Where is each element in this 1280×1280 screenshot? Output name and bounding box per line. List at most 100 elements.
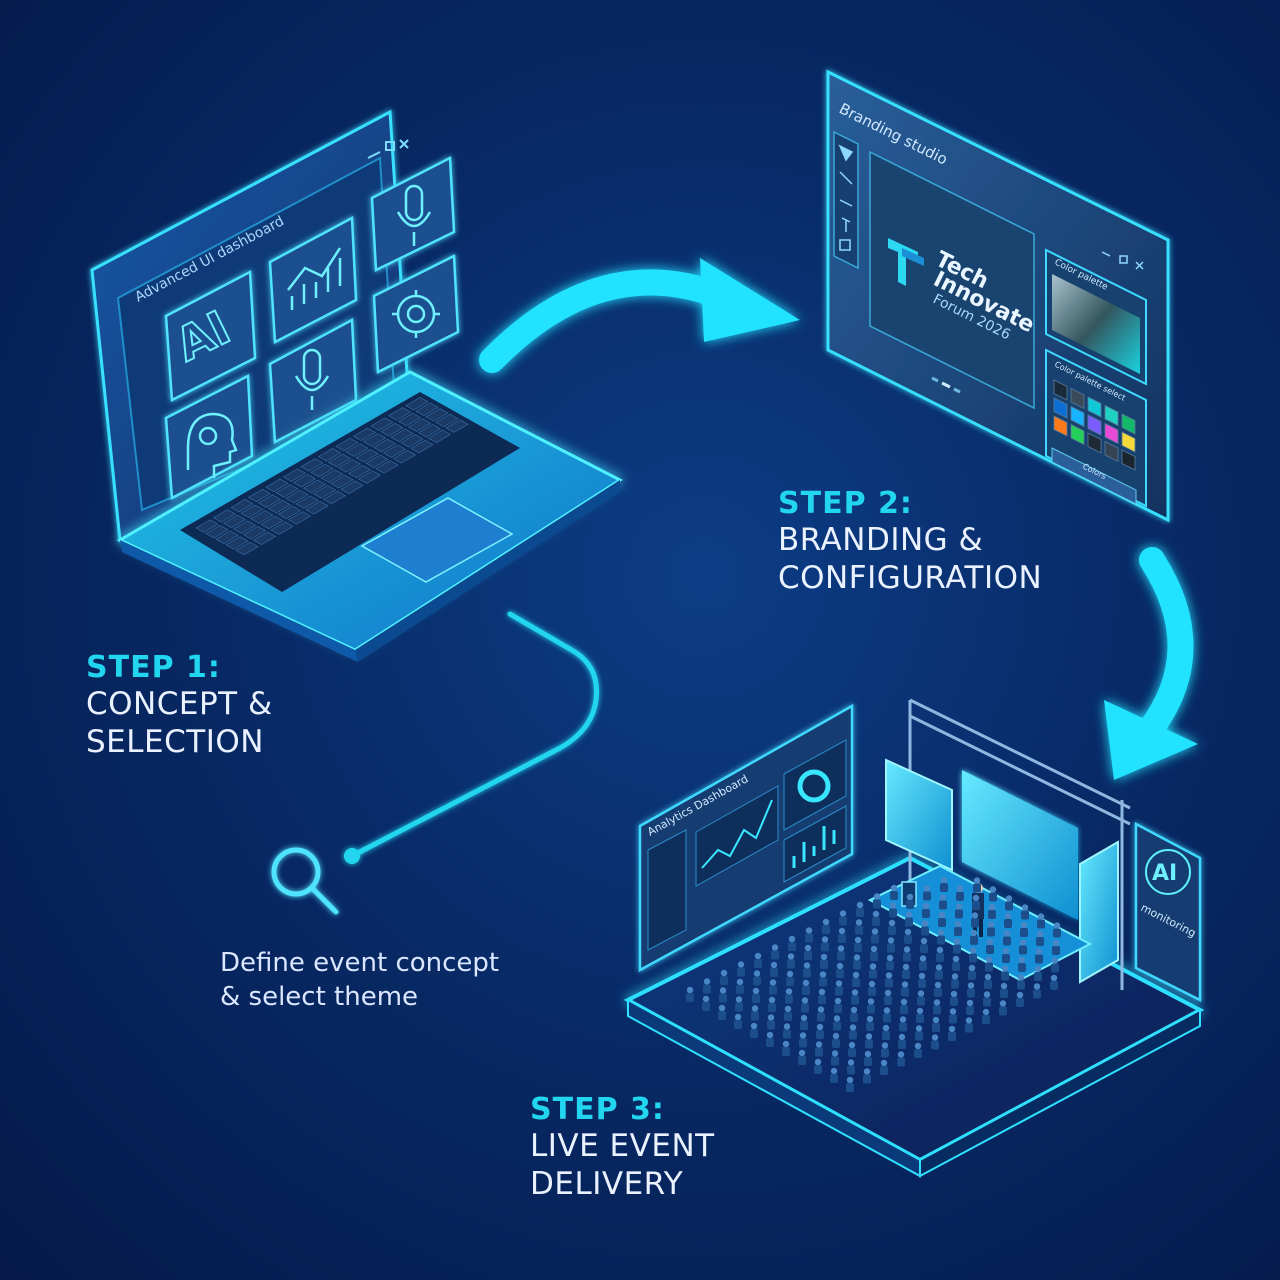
trackpad[interactable] xyxy=(360,497,514,583)
color-swatch[interactable] xyxy=(1053,415,1068,437)
logo-canvas[interactable] xyxy=(869,150,1035,410)
audience-member xyxy=(830,1067,838,1075)
audience-seat xyxy=(816,1030,824,1039)
audience-seat xyxy=(848,1048,856,1057)
audience-member xyxy=(897,1051,905,1058)
color-swatch[interactable] xyxy=(1070,423,1085,446)
audience-seat xyxy=(918,979,926,988)
audience-member xyxy=(917,990,925,997)
audience-seat xyxy=(982,1015,990,1024)
audience-seat xyxy=(703,984,711,994)
canvas-page-dots xyxy=(931,376,961,394)
keyboard-key xyxy=(405,397,429,411)
keyboard-key xyxy=(247,488,272,503)
step-1-title-line1: CONCEPT & xyxy=(86,686,273,722)
audience-member xyxy=(1019,939,1027,946)
audience-member xyxy=(736,978,744,986)
audience-seat xyxy=(888,926,896,935)
color-swatch[interactable] xyxy=(1104,422,1119,445)
analytics-line-chart xyxy=(701,799,773,869)
gear-tile[interactable] xyxy=(372,254,460,374)
color-swatch[interactable] xyxy=(1087,432,1102,454)
color-swatch[interactable] xyxy=(1053,379,1068,401)
audience-seat xyxy=(1000,989,1008,998)
audience-seat xyxy=(897,1057,905,1067)
audience-seat xyxy=(720,976,728,985)
audience-seat xyxy=(869,969,877,979)
audience-seat xyxy=(938,918,946,927)
color-swatch[interactable] xyxy=(1121,431,1136,453)
keyboard-key xyxy=(445,419,469,433)
audience-seat xyxy=(984,980,992,989)
audience-member xyxy=(914,1042,922,1050)
tool-icons[interactable] xyxy=(838,144,854,251)
audience-member xyxy=(788,935,796,943)
audience-member xyxy=(703,978,711,985)
audience-seat xyxy=(785,994,793,1004)
audience-seat xyxy=(1003,936,1011,946)
keyboard-key xyxy=(392,450,417,464)
ai-tile[interactable]: AI xyxy=(164,269,257,402)
audience-seat xyxy=(1018,963,1026,972)
audience-member xyxy=(937,929,945,936)
audience-seat xyxy=(969,953,977,963)
audience-seat xyxy=(880,1066,888,1075)
analytics-donut-panel xyxy=(783,739,847,831)
audience-seat xyxy=(837,951,845,961)
color-swatch[interactable] xyxy=(1104,440,1119,463)
audience-member xyxy=(752,987,760,995)
audience-member xyxy=(887,937,895,944)
color-swatch[interactable] xyxy=(1087,414,1102,436)
keyboard-key xyxy=(337,459,362,473)
color-swatch[interactable] xyxy=(1070,387,1085,410)
audience-seat xyxy=(686,993,694,1002)
keyboard-key xyxy=(397,412,422,427)
audience-seat xyxy=(735,1002,743,1012)
audience-member xyxy=(848,1041,856,1049)
audience-seat xyxy=(914,1049,922,1058)
color-swatch[interactable] xyxy=(1104,404,1119,427)
palette-window-controls[interactable] xyxy=(1101,251,1144,270)
color-swatches[interactable] xyxy=(1053,379,1136,471)
audience-seat xyxy=(864,1057,872,1066)
colors-button[interactable] xyxy=(1051,447,1137,505)
color-swatch[interactable] xyxy=(1121,413,1136,435)
audience-member xyxy=(898,1033,906,1041)
event-venue-illustration: Analytics Dashboard AI monitoring xyxy=(623,698,1205,1178)
mic-tile-center[interactable] xyxy=(268,317,358,444)
audience-seat xyxy=(890,891,898,900)
color-swatch[interactable] xyxy=(1087,396,1102,418)
audience-member xyxy=(805,927,813,934)
audience-seat xyxy=(933,1005,941,1015)
audience-seat xyxy=(753,976,761,986)
audience-seat xyxy=(855,925,863,935)
mic-tile-top[interactable] xyxy=(370,156,456,272)
gear-icon xyxy=(392,290,440,338)
audience-seat xyxy=(1020,928,1028,937)
color-gradient-picker[interactable] xyxy=(1052,274,1140,374)
audience-seat xyxy=(932,1023,940,1032)
audience-seat xyxy=(955,909,963,919)
brain-tile[interactable] xyxy=(164,374,254,500)
keyboard-key xyxy=(357,470,382,484)
audience-member xyxy=(985,956,993,963)
keyboard-key xyxy=(225,536,249,550)
audience-seat xyxy=(750,1029,758,1038)
color-swatch[interactable] xyxy=(1121,449,1136,471)
audience-seat xyxy=(867,1004,875,1014)
audience-seat xyxy=(767,1020,775,1030)
keyboard-key xyxy=(275,484,299,498)
audience-member xyxy=(903,946,911,953)
audience-seat xyxy=(770,968,778,977)
keyboard-key xyxy=(387,407,412,421)
brain-gear-icon xyxy=(186,412,238,478)
stage-screen-left xyxy=(885,758,953,872)
keyboard-key xyxy=(362,433,387,447)
audience-member xyxy=(782,1040,790,1048)
audience-member xyxy=(915,1025,923,1032)
color-swatch[interactable] xyxy=(1053,397,1068,419)
color-swatch[interactable] xyxy=(1070,405,1085,428)
chart-tile[interactable] xyxy=(268,215,358,344)
audience-seat xyxy=(967,988,975,998)
